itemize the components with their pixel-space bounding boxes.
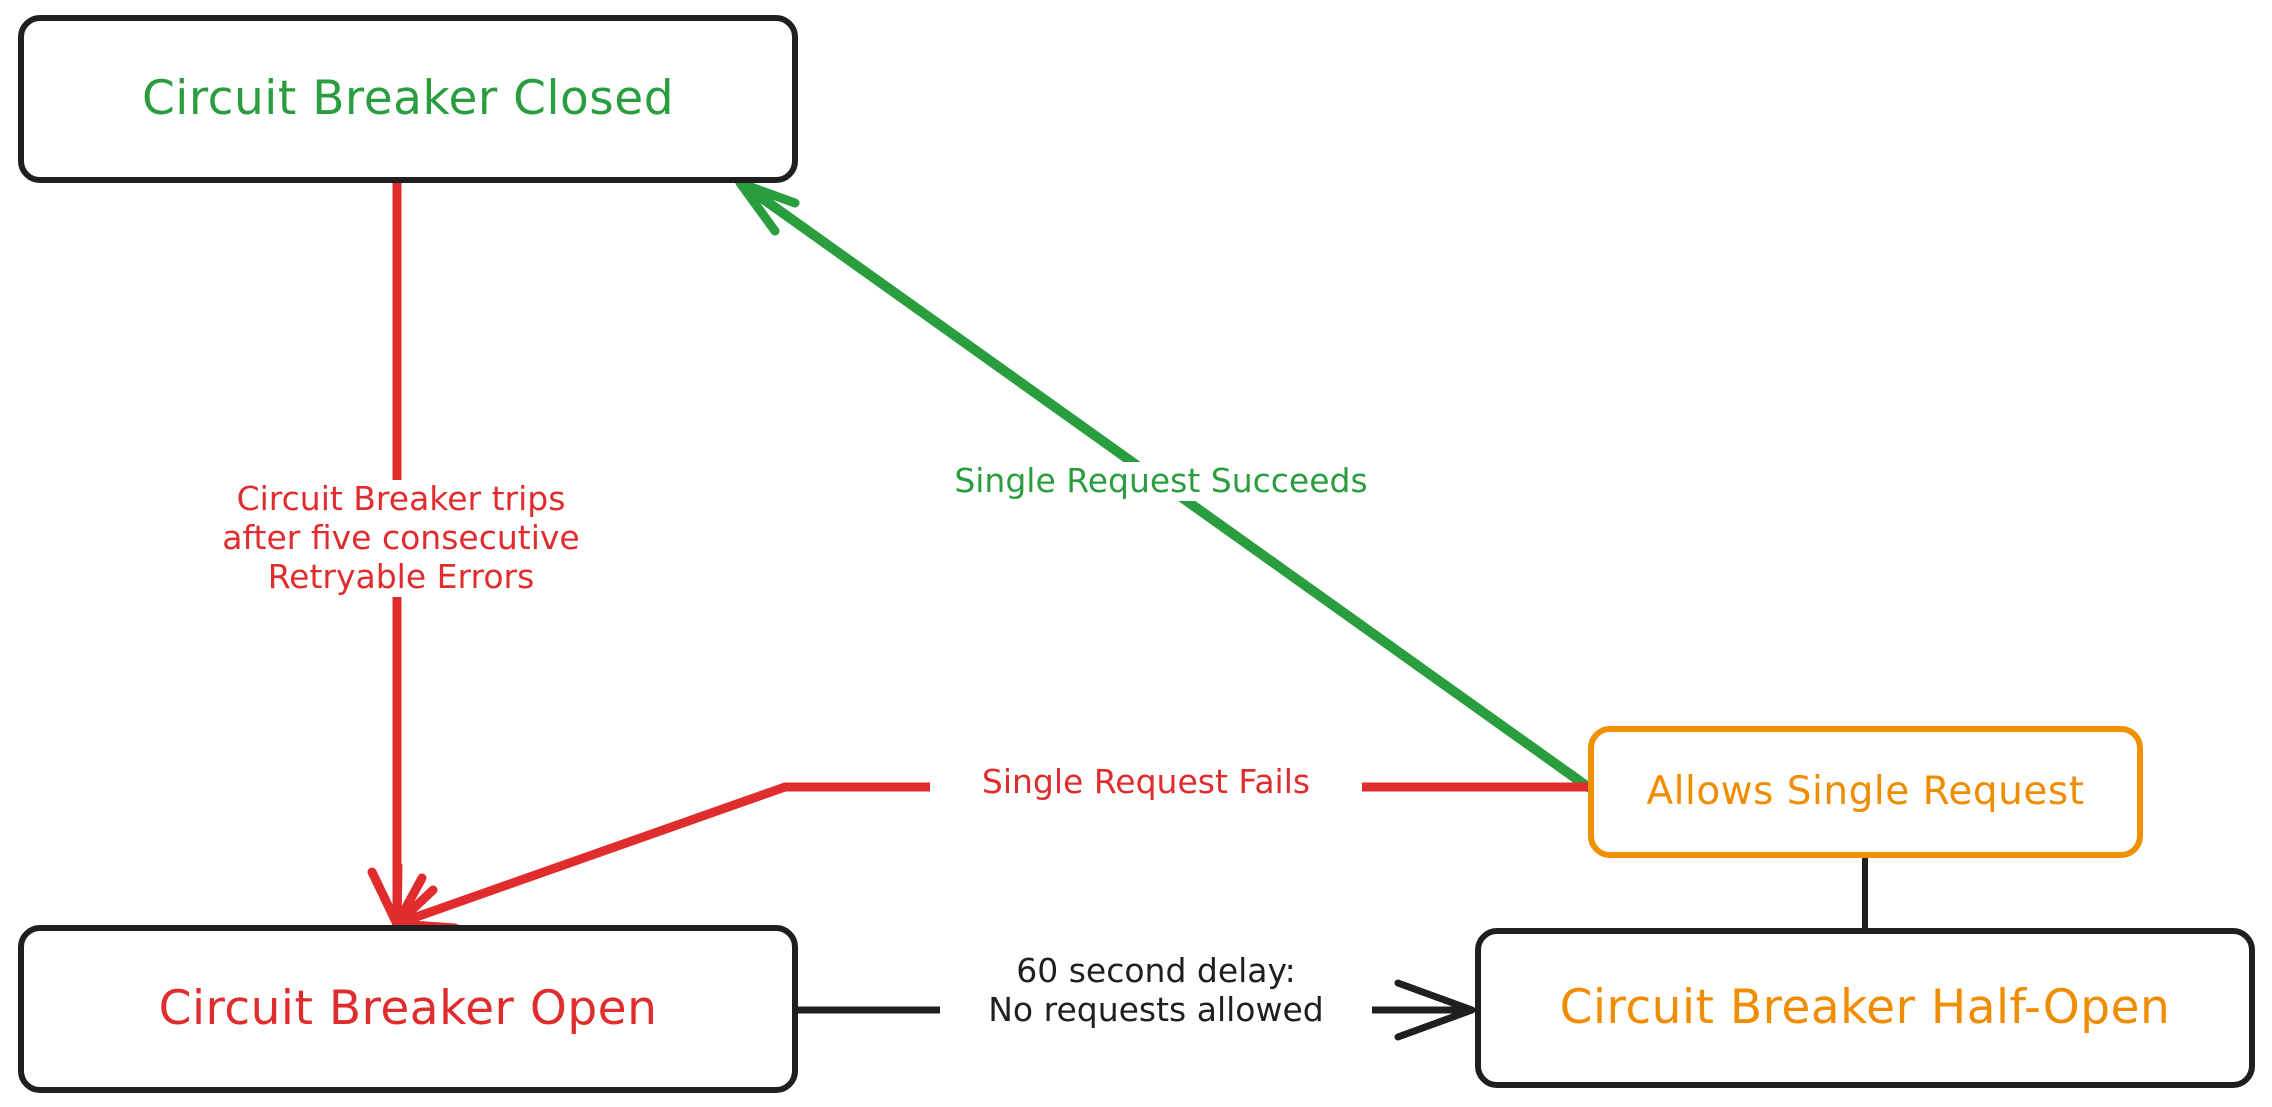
edge-label-allows-to-closed: Single Request Succeeds [905, 461, 1417, 501]
node-label-closed: Circuit Breaker Closed [141, 70, 675, 126]
edge-allows-to-open [392, 782, 1593, 933]
node-label-allows-single-request: Allows Single Request [1646, 768, 2085, 814]
edge-label-allows-to-open: Single Request Fails [930, 762, 1362, 802]
node-circuit-breaker-half-open[interactable]: Circuit Breaker Half-Open [1475, 928, 2255, 1088]
node-label-open: Circuit Breaker Open [158, 980, 658, 1036]
node-allows-single-request[interactable]: Allows Single Request [1588, 726, 2143, 858]
node-label-half-open: Circuit Breaker Half-Open [1559, 979, 2171, 1035]
edge-label-closed-to-open: Circuit Breaker trips after five consecu… [180, 479, 622, 597]
edge-label-open-to-halfopen: 60 second delay: No requests allowed [940, 951, 1372, 1030]
node-circuit-breaker-open[interactable]: Circuit Breaker Open [18, 925, 798, 1093]
node-circuit-breaker-closed[interactable]: Circuit Breaker Closed [18, 15, 798, 183]
